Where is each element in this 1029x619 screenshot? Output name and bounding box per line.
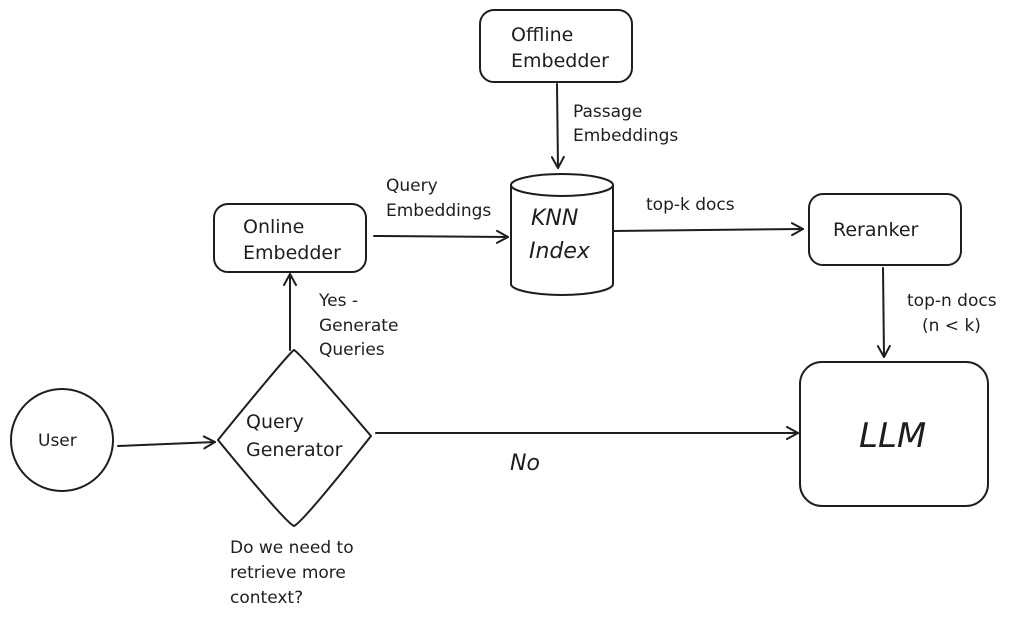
user-label: User (38, 431, 77, 451)
reranker-label: Reranker (833, 219, 919, 241)
yes-generate-line2: Generate (319, 316, 398, 336)
llm-label: LLM (859, 416, 926, 456)
reranker-box (808, 193, 962, 266)
decision-question-line2: retrieve more (230, 563, 346, 583)
topn-docs-label: top-n docs (n < k) (907, 291, 997, 336)
user-node: User (10, 388, 114, 492)
decision-question-line3: context? (230, 588, 303, 608)
query-generator-diamond (217, 349, 372, 527)
knn-index-line2: Index (529, 239, 591, 264)
knn-index-cylinder-top (510, 173, 614, 197)
query-generator-line1: Query (246, 411, 304, 433)
llm-node: LLM (799, 361, 989, 507)
arrow-offline-to-knn (550, 83, 565, 169)
decision-question-line1: Do we need to (230, 538, 354, 558)
offline-embedder-line1: Offline (511, 24, 573, 46)
arrow-reranker-to-llm (876, 267, 891, 358)
topk-docs-label: top-k docs (646, 195, 735, 215)
knn-index-node: KNN Index (510, 173, 614, 296)
yes-generate-line1: Yes - (318, 291, 358, 311)
topn-docs-line2: (n < k) (922, 316, 981, 336)
reranker-node: Reranker (808, 193, 962, 266)
yes-generate-label: Yes - Generate Queries (318, 291, 398, 360)
passage-embeddings-line2: Embeddings (573, 126, 678, 146)
offline-embedder-node: Offline Embedder (479, 9, 633, 83)
arrow-online-to-knn (373, 229, 509, 244)
query-generator-node: Query Generator (217, 349, 372, 527)
passage-embeddings-label: Passage Embeddings (573, 102, 678, 146)
knn-index-line1: KNN (531, 206, 578, 231)
online-embedder-box (213, 203, 367, 273)
decision-question-note: Do we need to retrieve more context? (230, 538, 354, 608)
query-embeddings-label: Query Embeddings (386, 176, 491, 221)
topn-docs-line1: top-n docs (907, 291, 997, 311)
yes-generate-line3: Queries (319, 340, 385, 360)
user-circle (10, 388, 114, 492)
query-embeddings-line1: Query (386, 176, 438, 196)
offline-embedder-box (479, 9, 633, 83)
query-embeddings-line2: Embeddings (386, 201, 491, 221)
arrow-user-to-generator (117, 435, 216, 450)
passage-embeddings-line1: Passage (573, 102, 642, 122)
offline-embedder-line2: Embedder (511, 50, 609, 72)
no-label: No (510, 451, 540, 476)
online-embedder-line2: Embedder (243, 242, 341, 264)
llm-box (799, 361, 989, 507)
online-embedder-node: Online Embedder (213, 203, 367, 273)
knn-index-cylinder-body (510, 184, 614, 296)
arrow-knn-to-reranker (613, 222, 804, 237)
online-embedder-line1: Online (243, 216, 304, 238)
query-generator-line2: Generator (246, 439, 343, 461)
